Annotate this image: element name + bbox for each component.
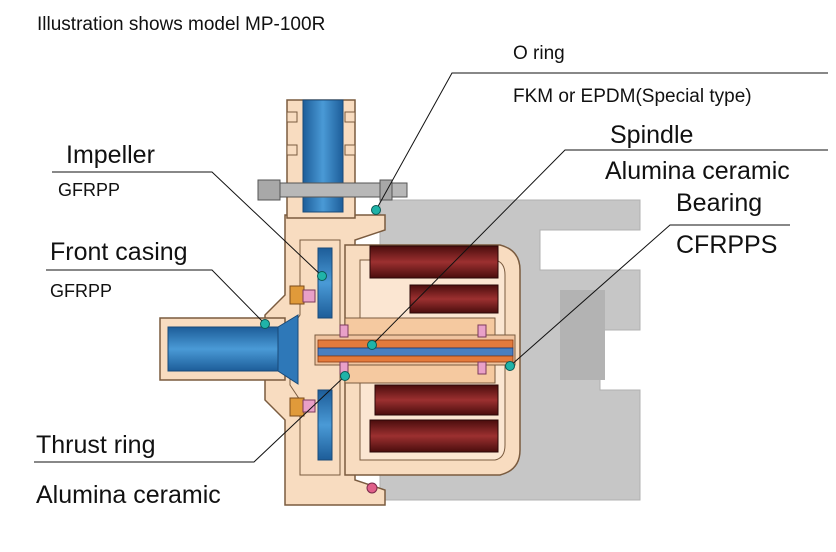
thrust-ring-dot xyxy=(340,371,350,381)
spindle-label: Spindle xyxy=(610,121,694,149)
o-ring-material: FKM or EPDM(Special type) xyxy=(513,86,752,107)
bearing-label: Bearing xyxy=(676,189,763,217)
bearing-leader xyxy=(509,224,790,367)
o-ring-label: O ring xyxy=(513,43,565,64)
impeller-label: Impeller xyxy=(66,141,155,169)
stator-coils xyxy=(369,245,499,453)
thrust-ring-material: Alumina ceramic xyxy=(36,481,221,509)
bearing-material: CFRPPS xyxy=(676,231,778,259)
thrust-ring-leader xyxy=(34,375,346,463)
impeller-shape xyxy=(289,247,333,461)
spindle-shaft xyxy=(314,324,516,375)
thrust-ring-label: Thrust ring xyxy=(36,431,156,459)
o-ring-leader xyxy=(375,72,828,211)
o-ring-dot xyxy=(371,205,381,215)
front-casing-label: Front casing xyxy=(50,238,188,266)
bottom-o-ring xyxy=(366,482,378,494)
front-casing-material: GFRPP xyxy=(50,281,113,301)
spindle-material: Alumina ceramic xyxy=(605,157,790,185)
discharge-nozzle xyxy=(286,99,356,219)
bearing-dot xyxy=(505,361,515,371)
front-casing-leader xyxy=(46,269,266,325)
suction-nozzle xyxy=(159,314,299,385)
leader-lines xyxy=(34,72,828,463)
impeller-material: GFRPP xyxy=(58,180,121,200)
illustration-caption: Illustration shows model MP-100R xyxy=(37,14,326,35)
spindle-leader xyxy=(371,149,828,346)
impeller-dot xyxy=(317,271,327,281)
impeller-leader xyxy=(52,171,323,277)
front-casing-dot xyxy=(260,319,270,329)
spindle-dot xyxy=(367,340,377,350)
flange-bolt xyxy=(257,179,408,201)
callout-dots xyxy=(260,205,515,381)
